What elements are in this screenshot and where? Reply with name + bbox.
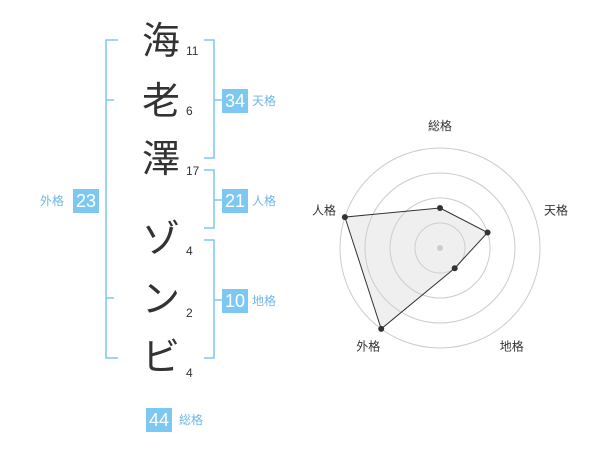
- radar-ring-4: [339, 147, 541, 349]
- name-char-2: 老: [141, 79, 180, 123]
- stroke-count-6: 4: [186, 366, 193, 380]
- name-char-3: 澤: [141, 137, 180, 181]
- radar-axis-label-1: 総格: [428, 118, 452, 133]
- radar-point-3: [451, 265, 458, 272]
- radar-axis-label-3: 地格: [500, 339, 524, 354]
- tenkaku-label: 天格: [252, 94, 277, 108]
- name-char-5: ン: [141, 277, 180, 321]
- name-char-6: ビ: [141, 335, 180, 379]
- tenkaku-bracket: [204, 39, 215, 159]
- gaikaku-value: 23: [73, 189, 99, 213]
- name-char-1: 海: [141, 19, 180, 63]
- name-char-4: ゾ: [141, 217, 180, 261]
- stroke-count-3: 17: [186, 164, 200, 178]
- radar-ring-2: [389, 197, 491, 299]
- radar-ring-3: [364, 172, 516, 324]
- stroke-count-1: 11: [186, 44, 199, 58]
- radar-point-5: [341, 214, 348, 221]
- soukaku-label: 総格: [179, 413, 204, 427]
- radar-point-4: [378, 325, 385, 332]
- radar-point-2: [484, 229, 491, 236]
- radar-point-1: [437, 205, 443, 211]
- radar-center-dot: [437, 245, 443, 251]
- chikaku-label: 地格: [252, 294, 277, 308]
- radar-points: [341, 205, 491, 332]
- chikaku-bracket: [204, 239, 215, 359]
- stroke-count-5: 2: [186, 306, 193, 320]
- radar-rings: [339, 147, 541, 349]
- radar-axis-label-5: 人格: [312, 202, 336, 217]
- stroke-count-4: 4: [186, 244, 193, 258]
- radar-ring-1: [414, 222, 466, 274]
- stroke-count-2: 6: [186, 104, 193, 118]
- jinkaku-value: 21: [222, 189, 248, 213]
- chikaku-value: 10: [222, 289, 248, 313]
- gaikaku-label: 外格: [40, 194, 65, 208]
- radar-axis-label-2: 天格: [544, 202, 568, 217]
- tenkaku-value: 34: [222, 89, 248, 113]
- radar-polygon: [344, 207, 489, 330]
- jinkaku-label: 人格: [252, 194, 277, 208]
- gaikaku-bracket: [105, 39, 118, 359]
- soukaku-value: 44: [146, 408, 172, 432]
- radar-axis-label-4: 外格: [356, 339, 380, 354]
- jinkaku-bracket: [204, 169, 215, 229]
